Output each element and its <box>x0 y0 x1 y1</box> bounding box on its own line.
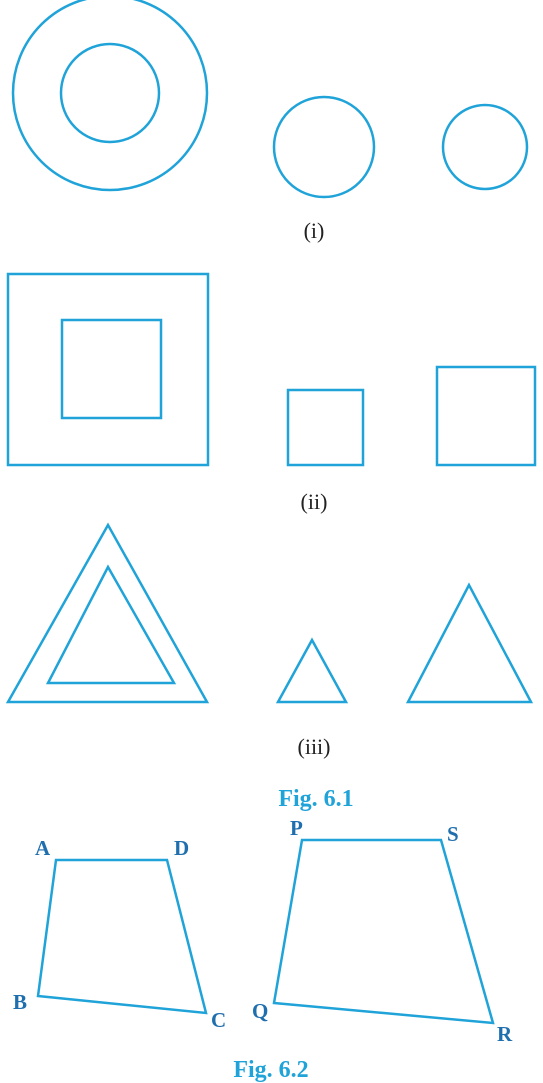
medium-triangle <box>405 582 534 704</box>
large-outer-circle <box>11 0 209 192</box>
caption-ii: (ii) <box>301 489 328 514</box>
vertex-label-a: A <box>35 836 51 860</box>
vertex-label-d: D <box>174 836 189 860</box>
quadrilateral-pqrs-shape <box>272 838 495 1025</box>
small-triangle <box>275 637 349 704</box>
medium-square <box>435 365 537 467</box>
vertex-label-b: B <box>13 990 27 1014</box>
small-circle <box>441 103 529 191</box>
row-triangles: (iii) <box>5 522 534 759</box>
small-square <box>286 388 365 467</box>
caption-i: (i) <box>304 218 325 243</box>
vertex-label-c: C <box>211 1008 226 1032</box>
caption-iii: (iii) <box>298 734 331 759</box>
large-outer-square <box>6 272 210 467</box>
inner-square <box>60 318 163 420</box>
large-outer-triangle <box>5 522 210 704</box>
quadrilateral-abcd-shape <box>36 858 208 1015</box>
figure-6-1-caption: Fig. 6.1 <box>278 786 353 812</box>
vertex-label-p: P <box>290 816 303 840</box>
row-squares: (ii) <box>6 272 537 514</box>
figure-6-2-caption: Fig. 6.2 <box>233 1057 308 1083</box>
vertex-label-s: S <box>447 822 459 846</box>
row-circles: (i) <box>11 0 529 243</box>
inner-triangle <box>45 564 177 685</box>
inner-circle <box>59 42 161 144</box>
quadrilateral-abcd: A D B C <box>13 836 226 1032</box>
quadrilateral-pqrs: P S Q R <box>252 816 513 1046</box>
medium-circle <box>272 95 376 199</box>
vertex-label-q: Q <box>252 999 268 1023</box>
vertex-label-r: R <box>497 1022 513 1046</box>
